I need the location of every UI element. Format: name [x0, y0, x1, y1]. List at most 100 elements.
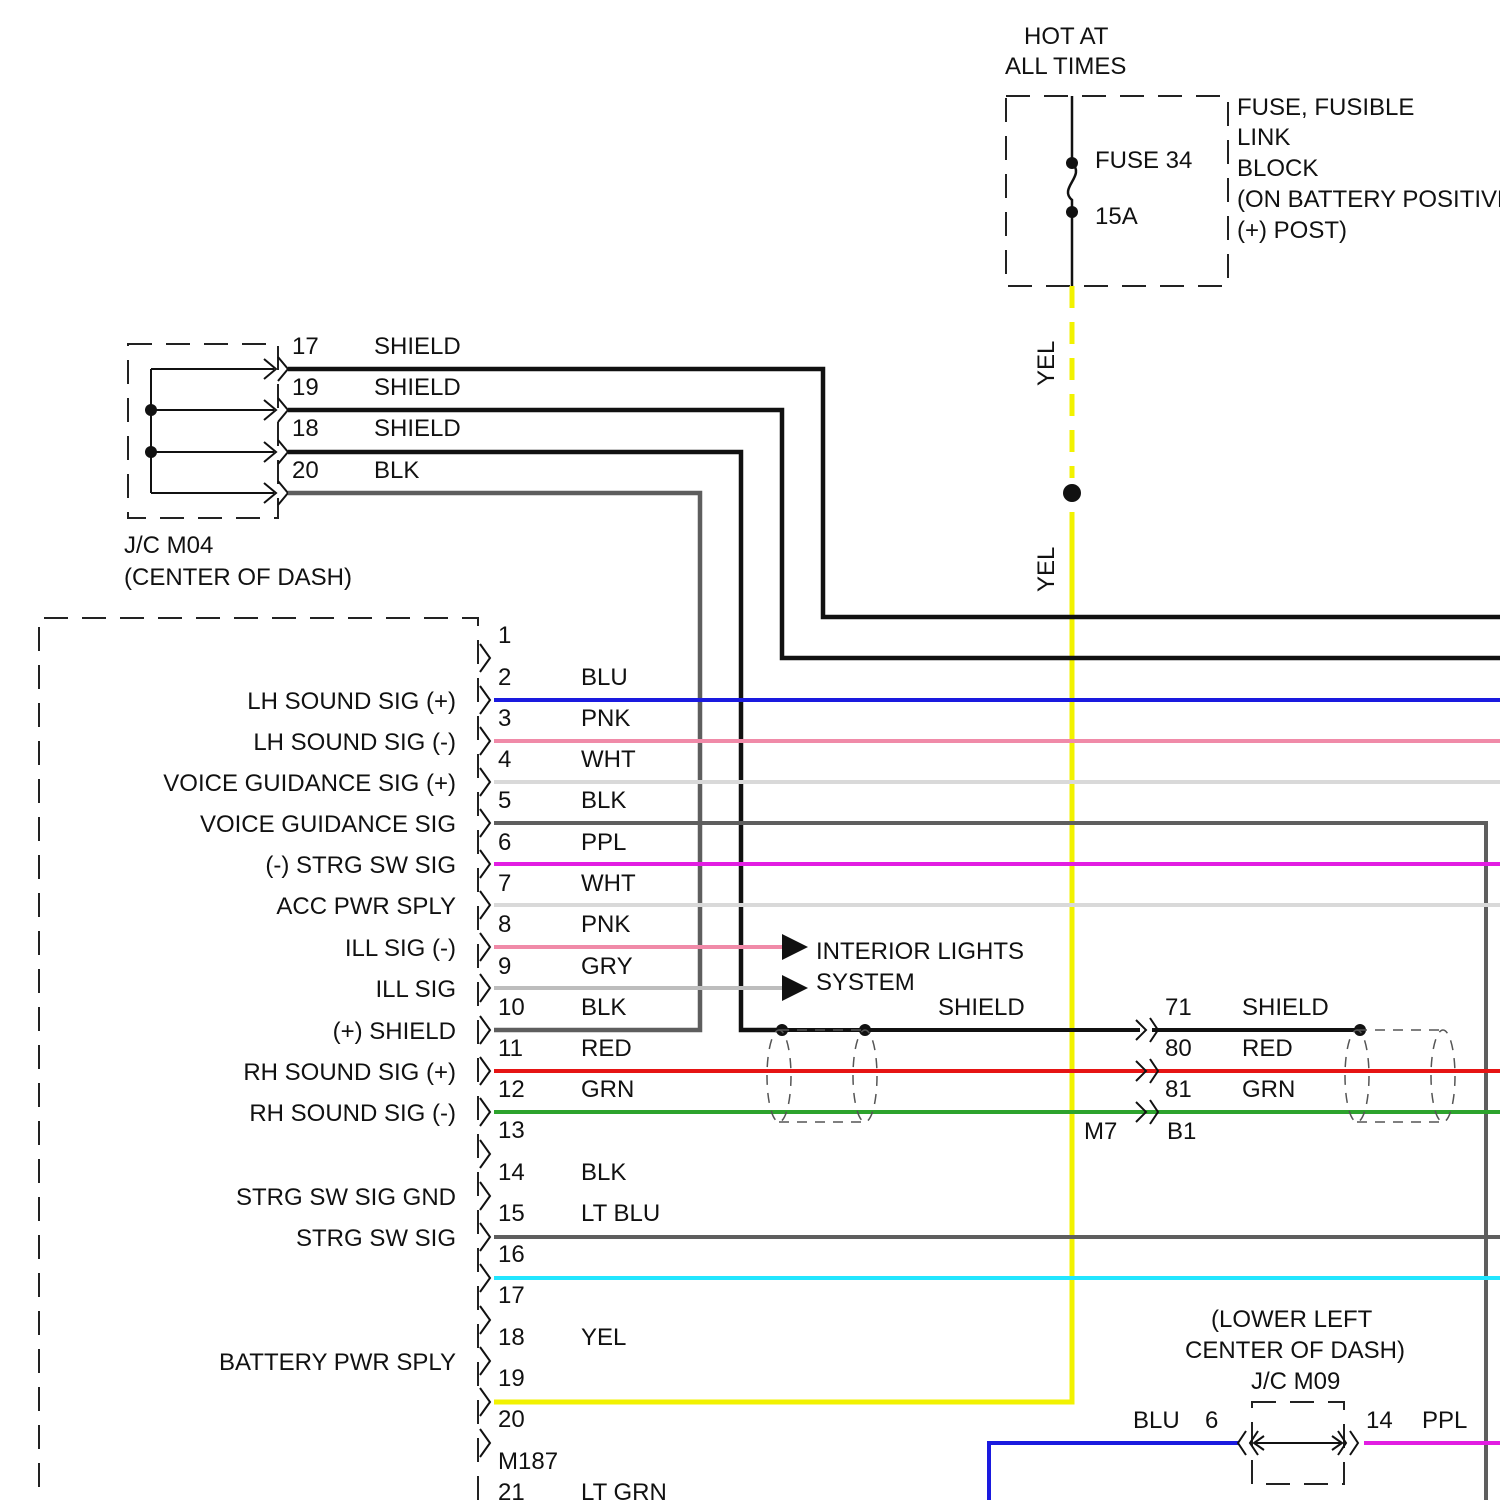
m187-signal-label: ILL SIG (-) — [345, 935, 456, 962]
m187-wire-color: YEL — [581, 1324, 626, 1351]
m187-connector-label: M187 — [498, 1448, 558, 1475]
m187-wire-color: GRN — [581, 1076, 634, 1103]
hot-at-label: HOT AT — [1024, 23, 1109, 50]
fuse-block-line-3: BLOCK — [1237, 155, 1318, 182]
m187-signal-label: (-) STRG SW SIG — [265, 852, 456, 879]
interior-system-label: SYSTEM — [816, 969, 915, 996]
m187-signal-label: RH SOUND SIG (-) — [249, 1100, 456, 1127]
m187-pin-number: 3 — [498, 705, 511, 732]
interior-lights-label: INTERIOR LIGHTS — [816, 938, 1024, 965]
m187-wire-color: BLK — [581, 1159, 626, 1186]
jc-m04-name: J/C M04 — [124, 532, 213, 559]
m187-signal-label: VOICE GUIDANCE SIG — [200, 811, 456, 838]
interior-lights-system: INTERIOR LIGHTS SYSTEM — [782, 934, 1024, 1001]
shield-ring-icon — [1345, 1030, 1369, 1122]
yel-label-lower: YEL — [1033, 547, 1060, 592]
fuse-rating: 15A — [1095, 203, 1138, 230]
jc-m04-wire-label-20: BLK — [374, 457, 419, 484]
m7-connector-label: M7 — [1084, 1118, 1117, 1145]
shield-label: SHIELD — [938, 994, 1025, 1021]
jc-m04-wire-label-18: SHIELD — [374, 415, 461, 442]
m187-pin-number: 6 — [498, 829, 511, 856]
m187-pin-number: 13 — [498, 1117, 525, 1144]
m187-wire-color: WHT — [581, 870, 636, 897]
m187-signal-label: ILL SIG — [376, 976, 456, 1003]
m187-pin-number: 15 — [498, 1200, 525, 1227]
arrow-right-icon — [782, 934, 808, 960]
fuse-block-line-2: LINK — [1237, 124, 1290, 151]
m187-wire-color: BLU — [581, 664, 628, 691]
jc-m09-left-color: BLU — [1133, 1407, 1180, 1434]
m187-pin-number: 21 — [498, 1479, 525, 1500]
m187-signal-label: RH SOUND SIG (+) — [243, 1059, 456, 1086]
jc-m04-location: (CENTER OF DASH) — [124, 564, 352, 591]
m187-pin-number: 4 — [498, 746, 511, 773]
m187-signal-label: STRG SW SIG — [296, 1225, 456, 1252]
m187-pin-number: 17 — [498, 1282, 525, 1309]
m187-signal-label: BATTERY PWR SPLY — [219, 1349, 456, 1376]
fuse-block-line-4: (ON BATTERY POSITIVE — [1237, 186, 1500, 213]
jc-m09-right-pin: 14 — [1366, 1407, 1393, 1434]
m187-wire-color: WHT — [581, 746, 636, 773]
m187-signal-label: STRG SW SIG GND — [236, 1184, 456, 1211]
fuse-block: HOT AT ALL TIMES FUSE 34 15A FUSE, FUSIB… — [1005, 23, 1500, 286]
m187-pin-number: 16 — [498, 1241, 525, 1268]
shield-ring-icon — [767, 1030, 791, 1122]
m187-pin-number: 19 — [498, 1365, 525, 1392]
m187-signal-label: VOICE GUIDANCE SIG (+) — [163, 770, 456, 797]
m187-pin-number: 20 — [498, 1406, 525, 1433]
m187-wire-color: LT GRN — [581, 1479, 667, 1500]
jc-m04-pin-19: 19 — [292, 374, 319, 401]
m187-signal-label: ACC PWR SPLY — [276, 893, 456, 920]
all-times-label: ALL TIMES — [1005, 53, 1126, 80]
jc-m04-wire-label-17: SHIELD — [374, 333, 461, 360]
fuse-name: FUSE 34 — [1095, 147, 1192, 174]
b1-wire-label-81: GRN — [1242, 1076, 1295, 1103]
m187-wire-color: LT BLU — [581, 1200, 660, 1227]
m187-signal-label: (+) SHIELD — [333, 1018, 456, 1045]
m187-pin-number: 5 — [498, 787, 511, 814]
jc-m04-pin-20: 20 — [292, 457, 319, 484]
blu-wire-m09 — [989, 1443, 1238, 1500]
m187-wire-color: BLK — [581, 994, 626, 1021]
jc-m04-wire-label-19: SHIELD — [374, 374, 461, 401]
b1-connector-label: B1 — [1167, 1118, 1196, 1145]
jc-m09-name: J/C M09 — [1251, 1368, 1340, 1395]
jc-m04: 17 19 18 20 SHIELD SHIELD SHIELD BLK J/C… — [124, 333, 461, 591]
fuse-block-outline — [1006, 96, 1228, 286]
arrow-right-icon — [782, 975, 808, 1001]
jc-m04-pin-17: 17 — [292, 333, 319, 360]
m187-wire-color: PNK — [581, 911, 630, 938]
m187-signal-label: LH SOUND SIG (+) — [247, 688, 456, 715]
m187-pin-number: 1 — [498, 622, 511, 649]
yel-label-upper: YEL — [1033, 341, 1060, 386]
b1-pin-81: 81 — [1165, 1076, 1192, 1103]
m187-wire-color: PNK — [581, 705, 630, 732]
b1-wire-label-71: SHIELD — [1242, 994, 1329, 1021]
m187-pin-number: 2 — [498, 664, 511, 691]
jc-m09-right-color: PPL — [1422, 1407, 1467, 1434]
jc-m09-left-pin: 6 — [1205, 1407, 1218, 1434]
m187-wires — [494, 700, 1500, 1500]
blk-wire-5 — [494, 823, 1486, 1500]
m187-wire-color: PPL — [581, 829, 626, 856]
b1-pin-71: 71 — [1165, 994, 1192, 1021]
m187-pin-number: 18 — [498, 1324, 525, 1351]
yel-splice-dot — [1063, 484, 1081, 502]
jc-m09-location-1: (LOWER LEFT — [1211, 1306, 1373, 1333]
fuse-block-line-5: (+) POST) — [1237, 217, 1347, 244]
fuse-icon — [1068, 163, 1076, 212]
jc-m04-pin-18: 18 — [292, 415, 319, 442]
m187-pin-number: 11 — [498, 1035, 523, 1062]
jc-m09-location-2: CENTER OF DASH) — [1185, 1337, 1405, 1364]
m187-signal-label: LH SOUND SIG (-) — [253, 729, 456, 756]
fuse-block-line-1: FUSE, FUSIBLE — [1237, 94, 1414, 121]
m187-wire-color: RED — [581, 1035, 632, 1062]
m187-wire-color: BLK — [581, 787, 626, 814]
m187-pin-connector-icons — [480, 644, 490, 1457]
m187-pin-number: 12 — [498, 1076, 525, 1103]
shield-wire-19 — [288, 410, 1500, 658]
